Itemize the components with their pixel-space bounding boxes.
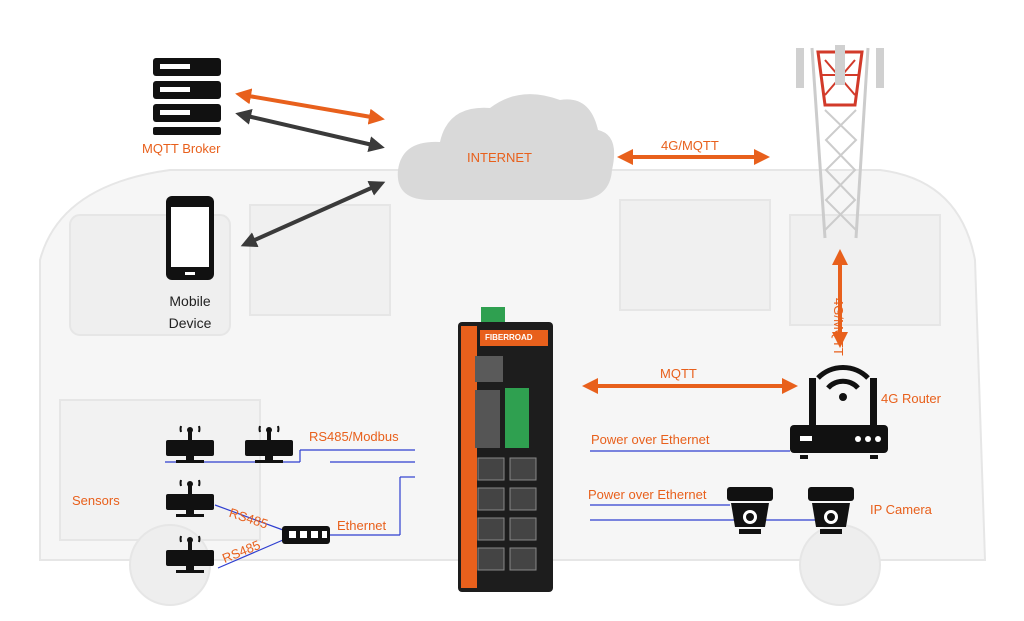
server-rack-icon — [153, 58, 221, 135]
router-label: 4G Router — [881, 391, 941, 406]
rs485-modbus-label: RS485/Modbus — [309, 429, 399, 444]
cell-tower-icon — [796, 45, 884, 239]
smartphone-icon — [166, 196, 214, 280]
mobile-label-line2: Device — [168, 315, 212, 331]
router-switch-link-label: MQTT — [660, 366, 697, 381]
dome-camera-icon — [727, 487, 854, 534]
sensors-label: Sensors — [72, 493, 120, 508]
ethernet-label: Ethernet — [337, 518, 387, 533]
ip-camera-label: IP Camera — [870, 502, 932, 517]
serial-converter-icon — [282, 526, 330, 544]
ethernet-links — [165, 449, 820, 569]
tower-router-link-label: 4G/MQTT — [831, 298, 846, 356]
wifi-router-icon — [790, 365, 888, 459]
cloud-icon — [397, 94, 615, 200]
switch-brand-label: FIBERROAD — [485, 333, 533, 342]
industrial-switch-icon — [458, 307, 553, 592]
wireless-sensor-icon — [166, 425, 293, 573]
mqtt-broker-label: MQTT Broker — [142, 141, 221, 156]
poe-router-label: Power over Ethernet — [591, 432, 710, 447]
poe-camera-label: Power over Ethernet — [588, 487, 707, 502]
mobile-device-label: Mobile Device — [162, 290, 218, 334]
internet-label: INTERNET — [467, 150, 532, 165]
cloud-tower-link-label: 4G/MQTT — [661, 138, 719, 153]
mobile-label-line1: Mobile — [169, 293, 211, 309]
